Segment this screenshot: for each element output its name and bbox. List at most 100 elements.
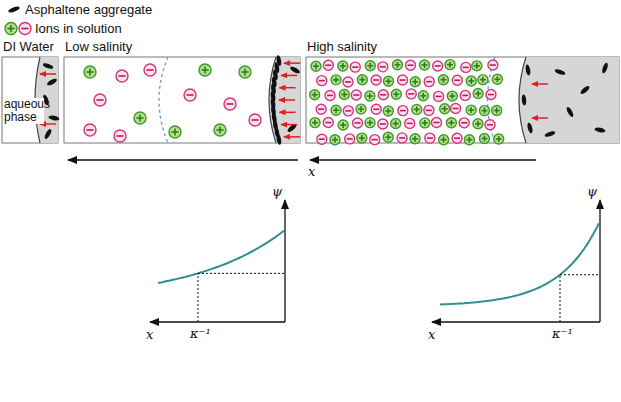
cation — [383, 106, 393, 116]
anion — [325, 90, 335, 100]
anion — [378, 62, 388, 72]
potential-curves — [158, 223, 599, 322]
psi-axis — [284, 200, 285, 322]
anion — [343, 106, 353, 116]
cation — [445, 60, 455, 70]
cation — [383, 132, 393, 142]
force-arrows — [40, 63, 548, 137]
anion — [114, 130, 126, 142]
anion — [370, 135, 380, 145]
phase-label: aqueous phase — [4, 98, 44, 124]
anion — [398, 75, 408, 85]
asphaltene-aggregate — [565, 106, 574, 118]
anion — [351, 90, 361, 100]
force-arrow — [284, 62, 300, 64]
anion — [317, 134, 327, 144]
asphaltene-aggregate — [289, 65, 301, 74]
asphaltene-aggregate — [276, 134, 282, 146]
cation — [439, 135, 449, 145]
cation — [410, 77, 420, 87]
axis-label: ψ — [587, 184, 597, 199]
ion-swatch — [4, 21, 32, 36]
anion — [452, 133, 462, 143]
cation — [392, 60, 402, 70]
debye-boundary — [159, 57, 168, 143]
axis-label: x — [308, 164, 315, 179]
cation — [365, 61, 375, 71]
anion — [371, 104, 381, 114]
anion — [452, 75, 462, 85]
cation — [214, 124, 226, 136]
anion — [343, 77, 353, 87]
asphaltene-aggregate — [544, 130, 556, 138]
cation — [357, 133, 367, 143]
anion — [323, 118, 333, 128]
anion — [461, 62, 471, 72]
anion — [405, 60, 415, 70]
force-arrow — [279, 99, 295, 101]
cation — [447, 91, 457, 101]
cation — [310, 118, 320, 128]
anion — [424, 77, 434, 87]
cation — [391, 119, 401, 129]
cation — [410, 134, 420, 144]
cation — [330, 135, 340, 145]
cation — [239, 66, 251, 78]
asphaltene-aggregate — [525, 64, 531, 76]
anion — [434, 91, 444, 101]
anion — [398, 106, 408, 116]
anion — [144, 64, 156, 76]
anion — [371, 75, 381, 85]
asphaltene-aggregate — [48, 115, 60, 121]
high-panel — [306, 57, 619, 143]
asphaltene-aggregate — [42, 62, 54, 70]
cation — [356, 104, 366, 114]
debye-length: κ⁻¹ — [552, 326, 573, 341]
panel-title: Low salinity — [65, 39, 132, 54]
cation — [420, 60, 430, 70]
asphaltene-aggregate — [579, 85, 590, 95]
force-arrow — [280, 87, 296, 89]
force-arrow — [280, 112, 296, 114]
cation — [472, 61, 482, 71]
panel-title: DI Water — [3, 39, 54, 54]
cation — [311, 61, 321, 71]
panel-title: High salinity — [307, 39, 377, 54]
force-arrow — [281, 75, 297, 77]
cation — [199, 64, 211, 76]
anion — [378, 119, 388, 129]
debye-length: κ⁻¹ — [190, 326, 211, 341]
cation — [365, 118, 375, 128]
x-axis — [150, 321, 285, 322]
cation — [310, 90, 320, 100]
cation — [365, 91, 375, 101]
low-panel — [64, 57, 300, 143]
force-arrow — [281, 124, 297, 126]
anion — [424, 105, 434, 115]
anion — [431, 118, 441, 128]
dotted-guide — [198, 273, 284, 274]
anion — [406, 89, 416, 99]
anion — [485, 120, 495, 130]
cation — [331, 105, 341, 115]
cation — [391, 89, 401, 99]
anion — [249, 114, 261, 126]
anion — [378, 90, 388, 100]
x-arrow — [68, 159, 298, 160]
anion — [345, 134, 355, 144]
psi-axis — [599, 200, 600, 322]
di-panel — [2, 57, 58, 143]
legend-text: Ions in solution — [35, 21, 122, 36]
cation — [492, 74, 502, 84]
oil-phase — [519, 57, 619, 143]
cation — [473, 89, 483, 99]
anion — [94, 94, 106, 106]
anion — [405, 118, 415, 128]
axis-label: ψ — [272, 184, 282, 199]
cation — [418, 91, 428, 101]
cation — [420, 118, 430, 128]
cation — [331, 75, 341, 85]
asphaltene-swatch — [6, 2, 22, 17]
